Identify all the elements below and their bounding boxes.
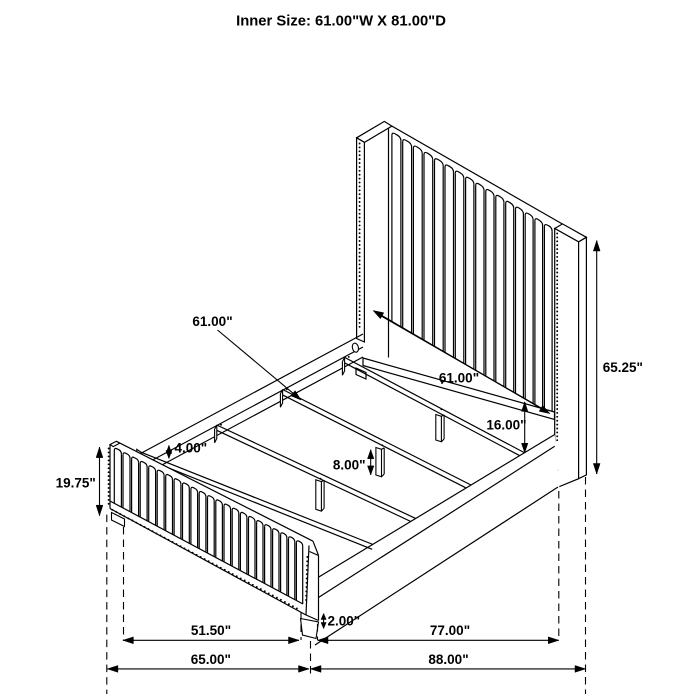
svg-text:8.00": 8.00" [333,457,366,472]
svg-text:16.00": 16.00" [486,418,526,433]
svg-text:65.00": 65.00" [191,652,231,667]
svg-text:61.00": 61.00" [192,314,232,329]
svg-text:77.00": 77.00" [430,623,470,638]
svg-text:88.00": 88.00" [428,652,468,667]
svg-text:Inner Size: 61.00"W X 81.00"D: Inner Size: 61.00"W X 81.00"D [236,14,446,30]
svg-text:19.75": 19.75" [56,476,96,491]
svg-text:4.00": 4.00" [175,441,208,456]
svg-text:65.25": 65.25" [603,360,643,375]
svg-text:61.00": 61.00" [439,371,479,386]
svg-text:2.00": 2.00" [328,614,361,629]
svg-text:51.50": 51.50" [191,623,231,638]
